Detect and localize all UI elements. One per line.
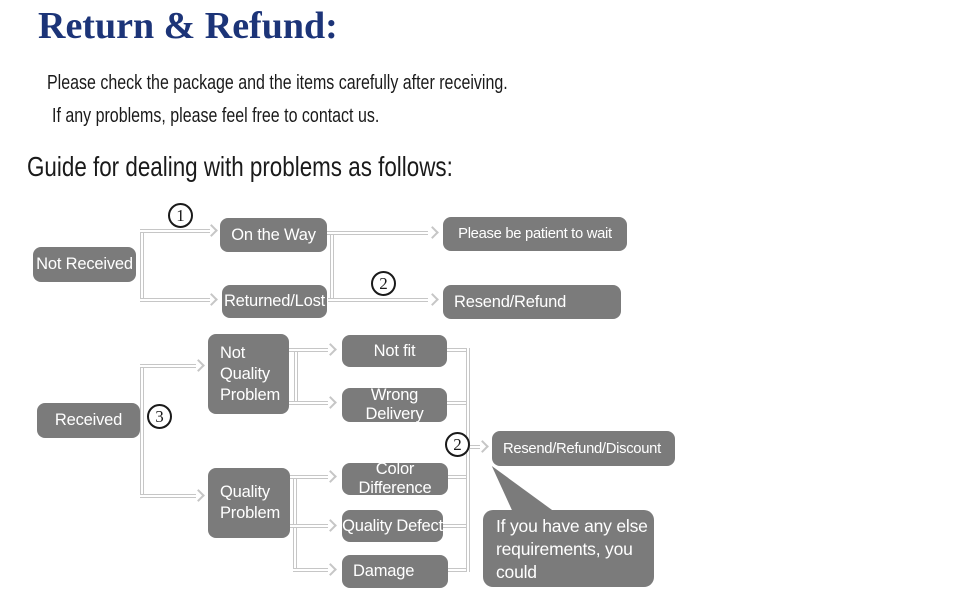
flow-node-color-difference: Color Difference xyxy=(342,460,448,497)
connector-to-not-quality-problem xyxy=(140,364,196,368)
connector-to-on-the-way xyxy=(140,229,210,233)
connector-to-quality-defect xyxy=(289,524,328,528)
connector-to-resend-refund-discount xyxy=(470,445,480,449)
connector-converge-vertical xyxy=(466,348,470,572)
arrow-right-icon xyxy=(205,293,218,306)
connector-qp-vertical xyxy=(293,475,297,571)
speech-bubble-tail xyxy=(491,466,555,512)
arrow-right-icon xyxy=(426,293,439,306)
stub-wrong-delivery xyxy=(445,401,466,405)
arrow-right-icon xyxy=(192,489,205,502)
flow-node-please-be-patient-to-wait: Please be patient to wait xyxy=(443,217,627,251)
arrow-right-icon xyxy=(192,359,205,372)
connector-nqp-vertical xyxy=(294,348,298,403)
stub-not-fit xyxy=(445,348,466,352)
connector-to-please-wait xyxy=(327,231,428,235)
flow-node-resend-refund-discount: Resend/Refund/Discount xyxy=(492,431,675,466)
note-speech-bubble: If you have any else requirements, you c… xyxy=(483,510,654,598)
arrow-right-icon xyxy=(324,563,337,576)
connector-to-color-difference xyxy=(289,475,328,479)
arrow-right-icon xyxy=(426,226,439,239)
connector-top-right-vertical xyxy=(330,231,334,301)
intro-line-2: If any problems, please feel free to con… xyxy=(52,105,380,127)
flow-node-on-the-way: On the Way xyxy=(220,218,327,252)
arrow-right-icon xyxy=(324,396,337,409)
flow-node-not-fit: Not fit xyxy=(342,335,447,367)
flow-node-resend-refund: Resend/Refund xyxy=(443,285,621,319)
connector-to-damage xyxy=(293,568,328,572)
connector-to-returned-lost xyxy=(140,298,210,302)
connector-to-resend-refund xyxy=(328,298,428,302)
stub-damage xyxy=(446,568,466,572)
connector-received-vertical xyxy=(140,364,144,496)
arrow-right-icon xyxy=(476,440,489,453)
step-marker-2-bottom: 2 xyxy=(445,432,470,457)
flow-node-not-quality-problem: Not Quality Problem xyxy=(208,334,289,414)
arrow-right-icon xyxy=(324,343,337,356)
connector-to-wrong-delivery xyxy=(288,401,328,405)
step-marker-3: 3 xyxy=(147,404,172,429)
stub-quality-defect xyxy=(441,524,466,528)
intro-line-1: Please check the package and the items c… xyxy=(47,72,508,94)
arrow-right-icon xyxy=(324,519,337,532)
connector-to-not-fit xyxy=(288,348,328,352)
connector-to-quality-problem xyxy=(140,494,196,498)
flow-node-returned-lost: Returned/Lost xyxy=(222,285,327,318)
flow-node-quality-problem: Quality Problem xyxy=(208,468,290,538)
flow-node-wrong-delivery: Wrong Delivery xyxy=(342,386,447,423)
flow-node-damage: Damage xyxy=(342,555,448,588)
arrow-right-icon xyxy=(205,224,218,237)
arrow-right-icon xyxy=(324,470,337,483)
step-marker-1: 1 xyxy=(168,203,193,228)
flow-node-received: Received xyxy=(37,403,140,438)
stub-color-difference xyxy=(446,475,466,479)
page-title: Return & Refund: xyxy=(38,5,338,47)
guide-heading: Guide for dealing with problems as follo… xyxy=(27,151,453,182)
connector-not-received-vertical xyxy=(140,229,144,301)
flow-node-not-received: Not Received xyxy=(33,247,136,282)
flow-node-quality-defect: Quality Defect xyxy=(342,510,443,542)
step-marker-2-top: 2 xyxy=(371,271,396,296)
